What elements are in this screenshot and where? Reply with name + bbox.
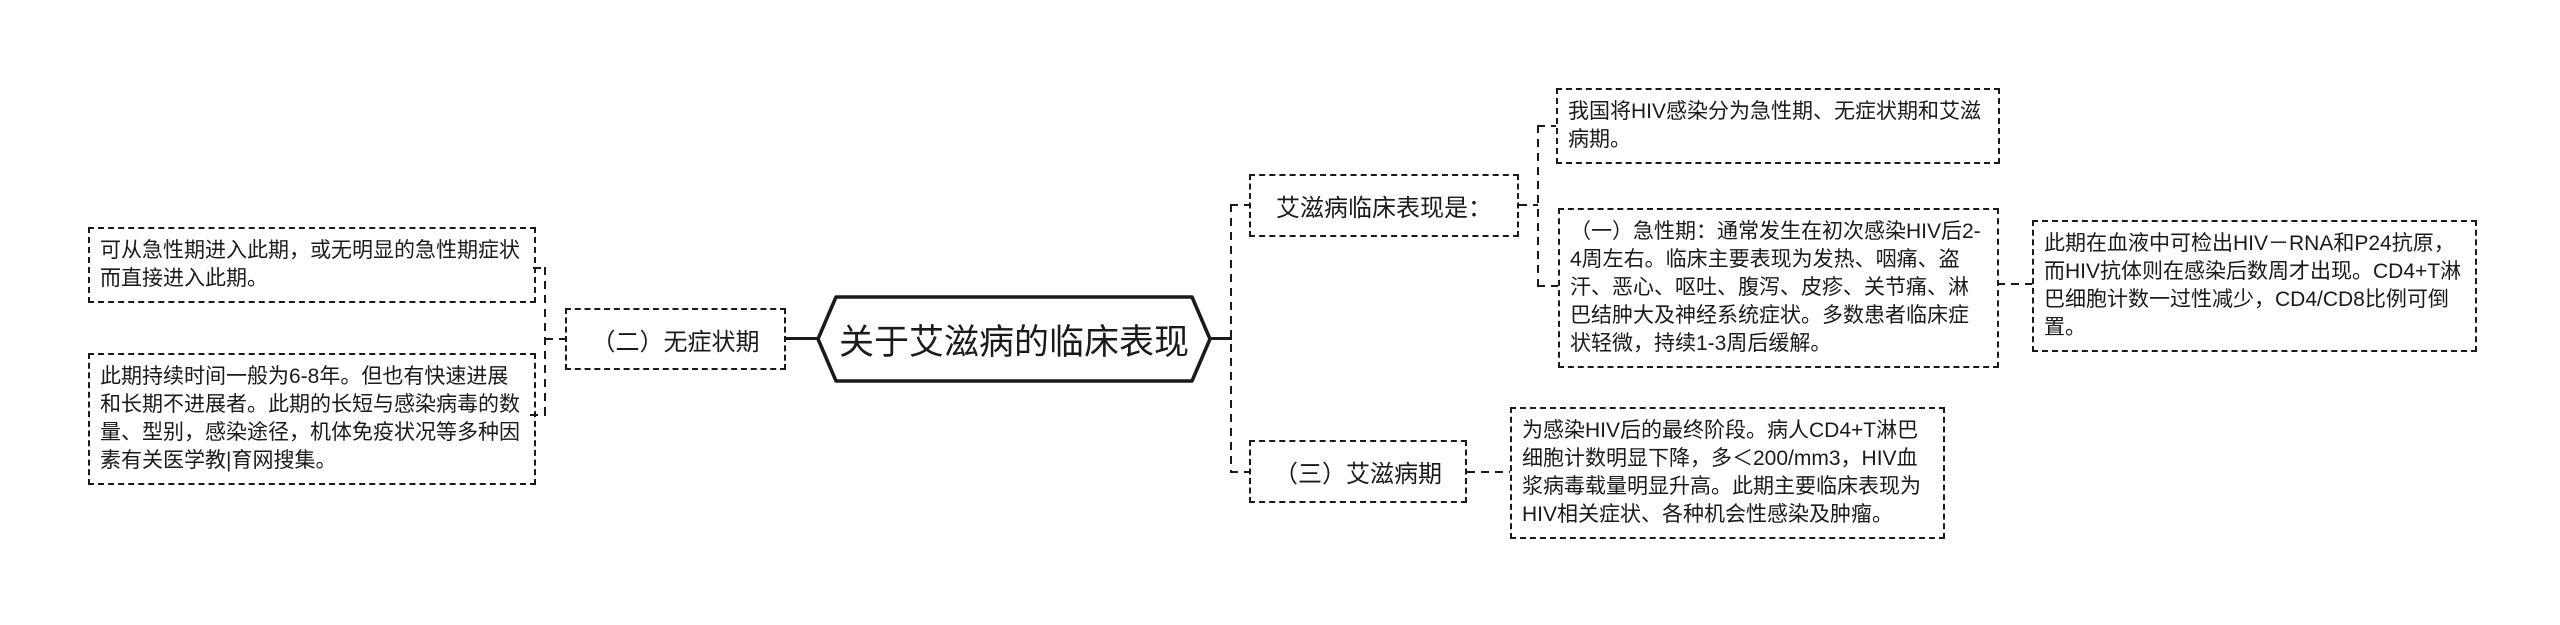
connector-left-note1 — [533, 267, 546, 269]
connector-aids-stub — [1230, 471, 1249, 473]
note-acute-lab-findings: 此期在血液中可检出HIV－RNA和P24抗原，而HIV抗体则在感染后数周才出现。… — [2032, 220, 2477, 352]
node-asymptomatic-stage-label: （二）无症状期 — [591, 328, 760, 356]
root-node: 关于艾滋病的临床表现 — [816, 293, 1212, 385]
note-hiv-stages: 我国将HIV感染分为急性期、无症状期和艾滋病期。 — [1556, 88, 2000, 164]
connector-clinical-stub — [1230, 204, 1249, 206]
connector-clinical-bracket — [1537, 125, 1539, 286]
connector-acute-lab — [1997, 283, 2033, 285]
connector-aids-note — [1467, 471, 1510, 473]
note-asymptomatic-duration: 此期持续时间一般为6-8年。但也有快速进展和长期不进展者。此期的长短与感染病毒的… — [88, 353, 536, 485]
note-aids-final-stage: 为感染HIV后的最终阶段。病人CD4+T淋巴细胞计数明显下降，多＜200/mm3… — [1510, 407, 1945, 539]
node-aids-stage-label: （三）艾滋病期 — [1274, 461, 1442, 488]
note-asymptomatic-entry: 可从急性期进入此期，或无明显的急性期症状而直接进入此期。 — [88, 227, 536, 303]
branch-line-right — [1210, 337, 1232, 340]
note-acute-stage: （一）急性期：通常发生在初次感染HIV后2-4周左右。临床主要表现为发热、咽痛、… — [1558, 208, 1999, 368]
connector-left-note2 — [530, 414, 546, 416]
branch-line-left — [786, 337, 818, 340]
connector-right-trunk — [1230, 204, 1232, 472]
connector-left-bracket — [544, 267, 546, 416]
connector-clinical-out — [1519, 204, 1538, 206]
node-asymptomatic-stage: （二）无症状期 — [565, 308, 786, 370]
node-clinical-manifestation-label: 艾滋病临床表现是： — [1276, 195, 1492, 222]
node-clinical-manifestation: 艾滋病临床表现是： — [1249, 174, 1519, 237]
root-node-label: 关于艾滋病的临床表现 — [838, 322, 1189, 362]
node-aids-stage: （三）艾滋病期 — [1249, 440, 1467, 503]
hexagon-shape — [816, 295, 1212, 383]
connector-stages-note-stub — [1537, 125, 1556, 127]
connector-acute-note-stub — [1537, 285, 1559, 287]
connector-left-node-stub — [545, 338, 565, 340]
